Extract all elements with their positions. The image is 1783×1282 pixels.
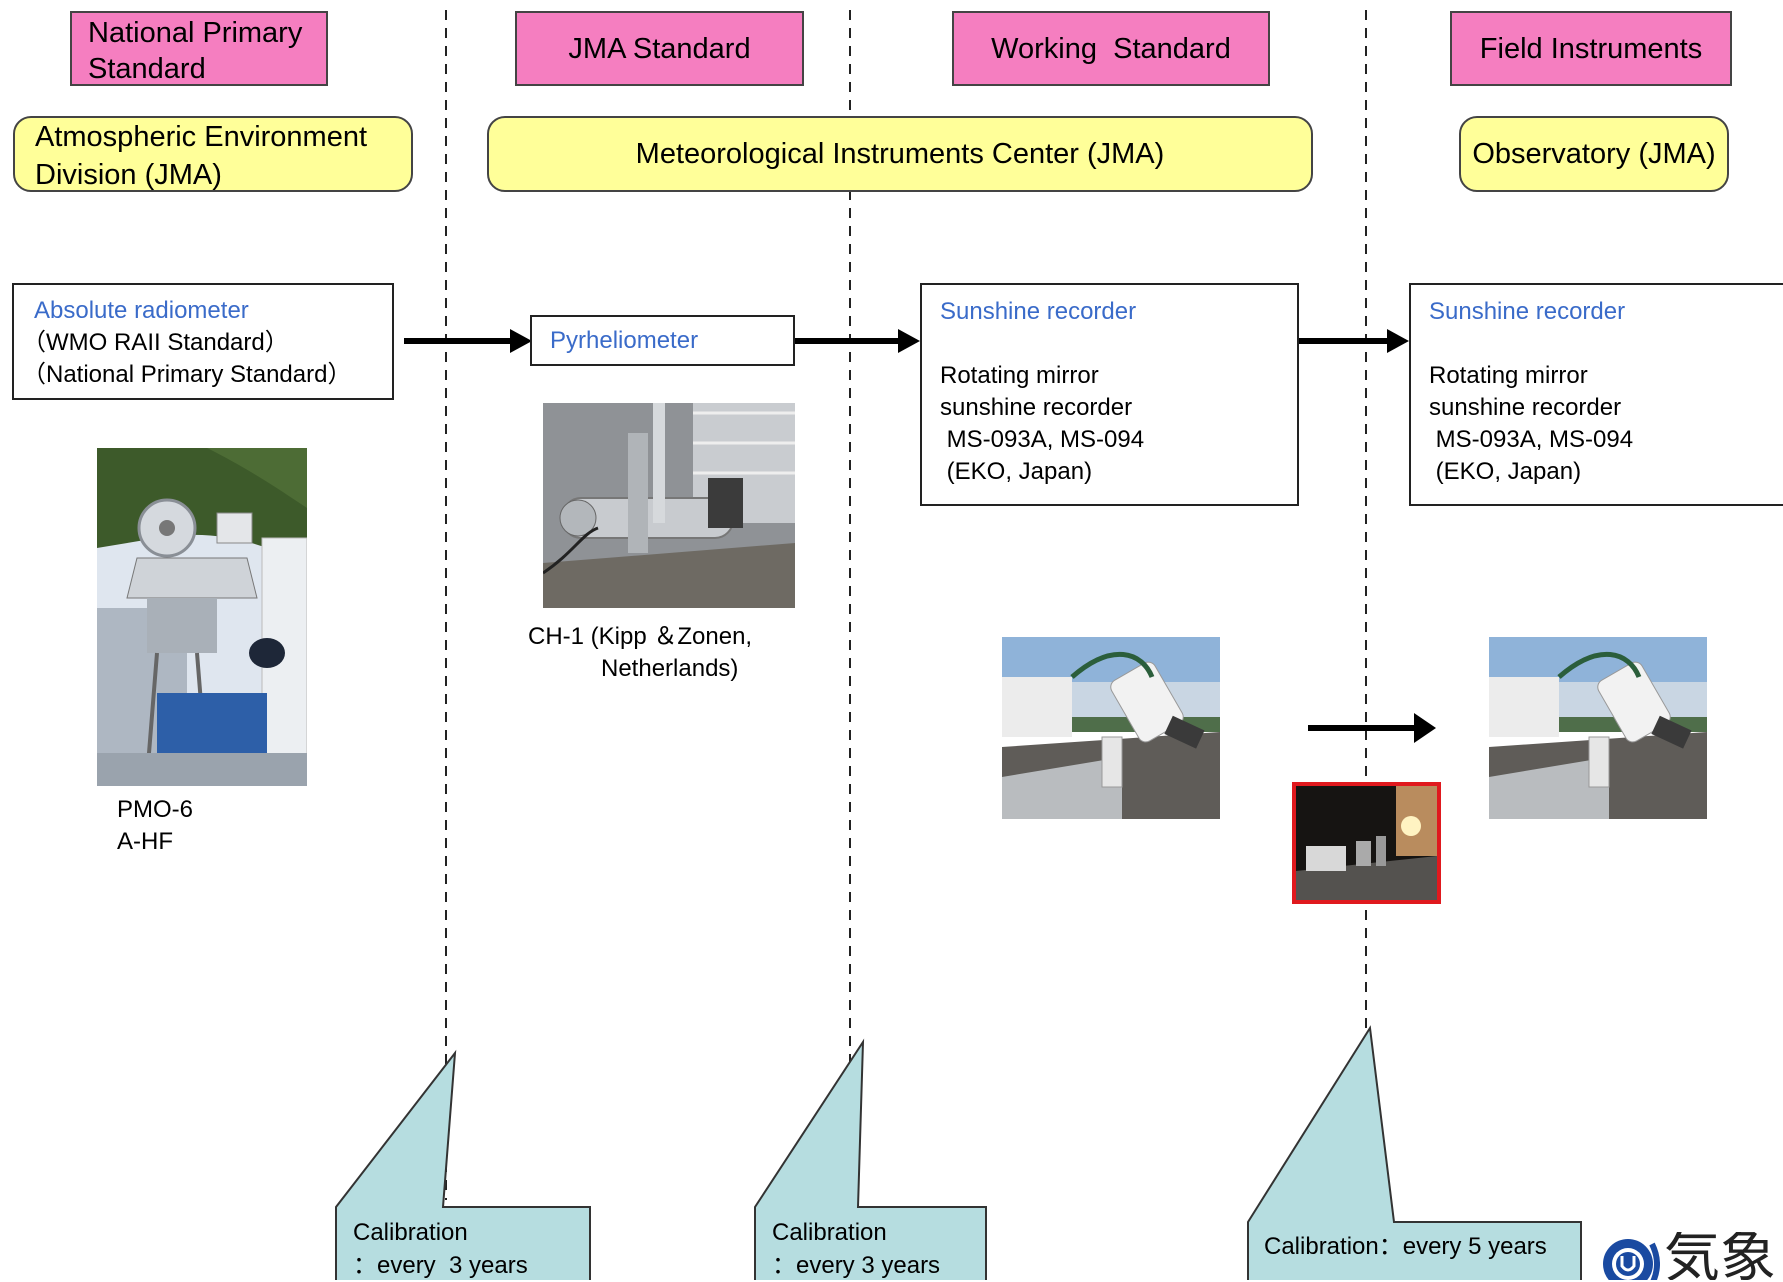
working-sunshine-line2: sunshine recorder [940,394,1133,421]
pmo6-photo [97,448,307,786]
org-observatory-label: Observatory (JMA) [1472,138,1716,170]
header-jma-standard-label: JMA Standard [568,32,751,65]
org-aed: Atmospheric Environment Division (JMA) [13,116,413,192]
arrow-pyrheliometer-to-working [795,329,920,353]
arrow-photo-to-photo [1308,713,1436,743]
arrow-working-to-field [1299,329,1409,353]
field-sunshine-line3: MS-093A, MS-094 [1429,426,1634,453]
callout-shape-2 [754,1038,987,1280]
callout-2-line2: ：every 3 years [772,1252,941,1279]
ch1-caption: CH-1 (Kipp ＆Zonen, Netherlands) [528,621,752,685]
absolute-radiometer-line2: （National Primary Standard） [22,361,352,388]
pmo6-caption-line2: A-HF [117,828,173,855]
ch1-photo [543,403,795,608]
field-sunshine-line2: sunshine recorder [1429,394,1622,421]
jma-logo: 気象 [1600,1232,1783,1280]
header-field-instruments: Field Instruments [1450,11,1732,86]
org-mic: Meteorological Instruments Center (JMA) [487,116,1313,192]
calibration-chamber-photo [1292,782,1441,904]
jma-logo-text: 気象 [1664,1232,1776,1280]
field-sunshine-title: Sunshine recorder [1429,298,1626,325]
field-sunshine-photo [1489,637,1707,819]
org-aed-label: Atmospheric Environment Division (JMA) [35,121,368,191]
header-national-primary: National Primary Standard [70,11,328,86]
callout-2-line1: Calibration [772,1219,887,1246]
field-sunshine-line1: Rotating mirror [1429,362,1588,389]
header-jma-standard: JMA Standard [515,11,804,86]
callout-calibration-2: Calibration ：every 3 years [772,1216,940,1282]
absolute-radiometer-box: Absolute radiometer （WMO RAII Standard） … [12,283,394,400]
header-national-primary-label: National Primary Standard [88,17,303,85]
org-mic-label: Meteorological Instruments Center (JMA) [635,138,1165,170]
jma-logo-mark-icon [1603,1239,1660,1280]
arrow-absolute-to-pyrheliometer [404,329,532,353]
working-sunshine-line4: (EKO, Japan) [940,458,1093,485]
header-working-standard-label: Working Standard [991,32,1231,65]
header-field-instruments-label: Field Instruments [1479,32,1703,65]
field-sunshine-line4: (EKO, Japan) [1429,458,1582,485]
ch1-caption-line2: Netherlands) [601,655,739,682]
working-sunshine-line1: Rotating mirror [940,362,1099,389]
working-sunshine-line3: MS-093A, MS-094 [940,426,1145,453]
callout-calibration-1: Calibration ：every 3 years [353,1216,528,1282]
pmo6-caption: PMO-6 A-HF [117,794,193,858]
callout-3-line1: Calibration：every 5 years [1264,1233,1547,1260]
working-sunshine-box: Sunshine recorder Rotating mirror sunshi… [920,283,1299,506]
working-sunshine-title: Sunshine recorder [940,298,1137,325]
pyrheliometer-title: Pyrheliometer [550,327,699,354]
absolute-radiometer-title: Absolute radiometer [34,297,249,324]
absolute-radiometer-line1: （WMO RAII Standard） [22,329,289,356]
callout-1-line1: Calibration [353,1219,468,1246]
org-observatory: Observatory (JMA) [1459,116,1729,192]
header-working-standard: Working Standard [952,11,1270,86]
callout-calibration-3: Calibration：every 5 years [1264,1230,1547,1263]
ch1-caption-line1: CH-1 (Kipp ＆Zonen, [528,623,753,650]
working-sunshine-photo [1002,637,1220,819]
callout-shape-1 [335,1049,591,1280]
callout-1-line2: ：every 3 years [353,1252,528,1279]
pmo6-caption-line1: PMO-6 [117,796,194,823]
callout-shape-3 [1247,1025,1582,1280]
field-sunshine-box: Sunshine recorder Rotating mirror sunshi… [1409,283,1783,506]
pyrheliometer-box: Pyrheliometer [530,315,795,366]
